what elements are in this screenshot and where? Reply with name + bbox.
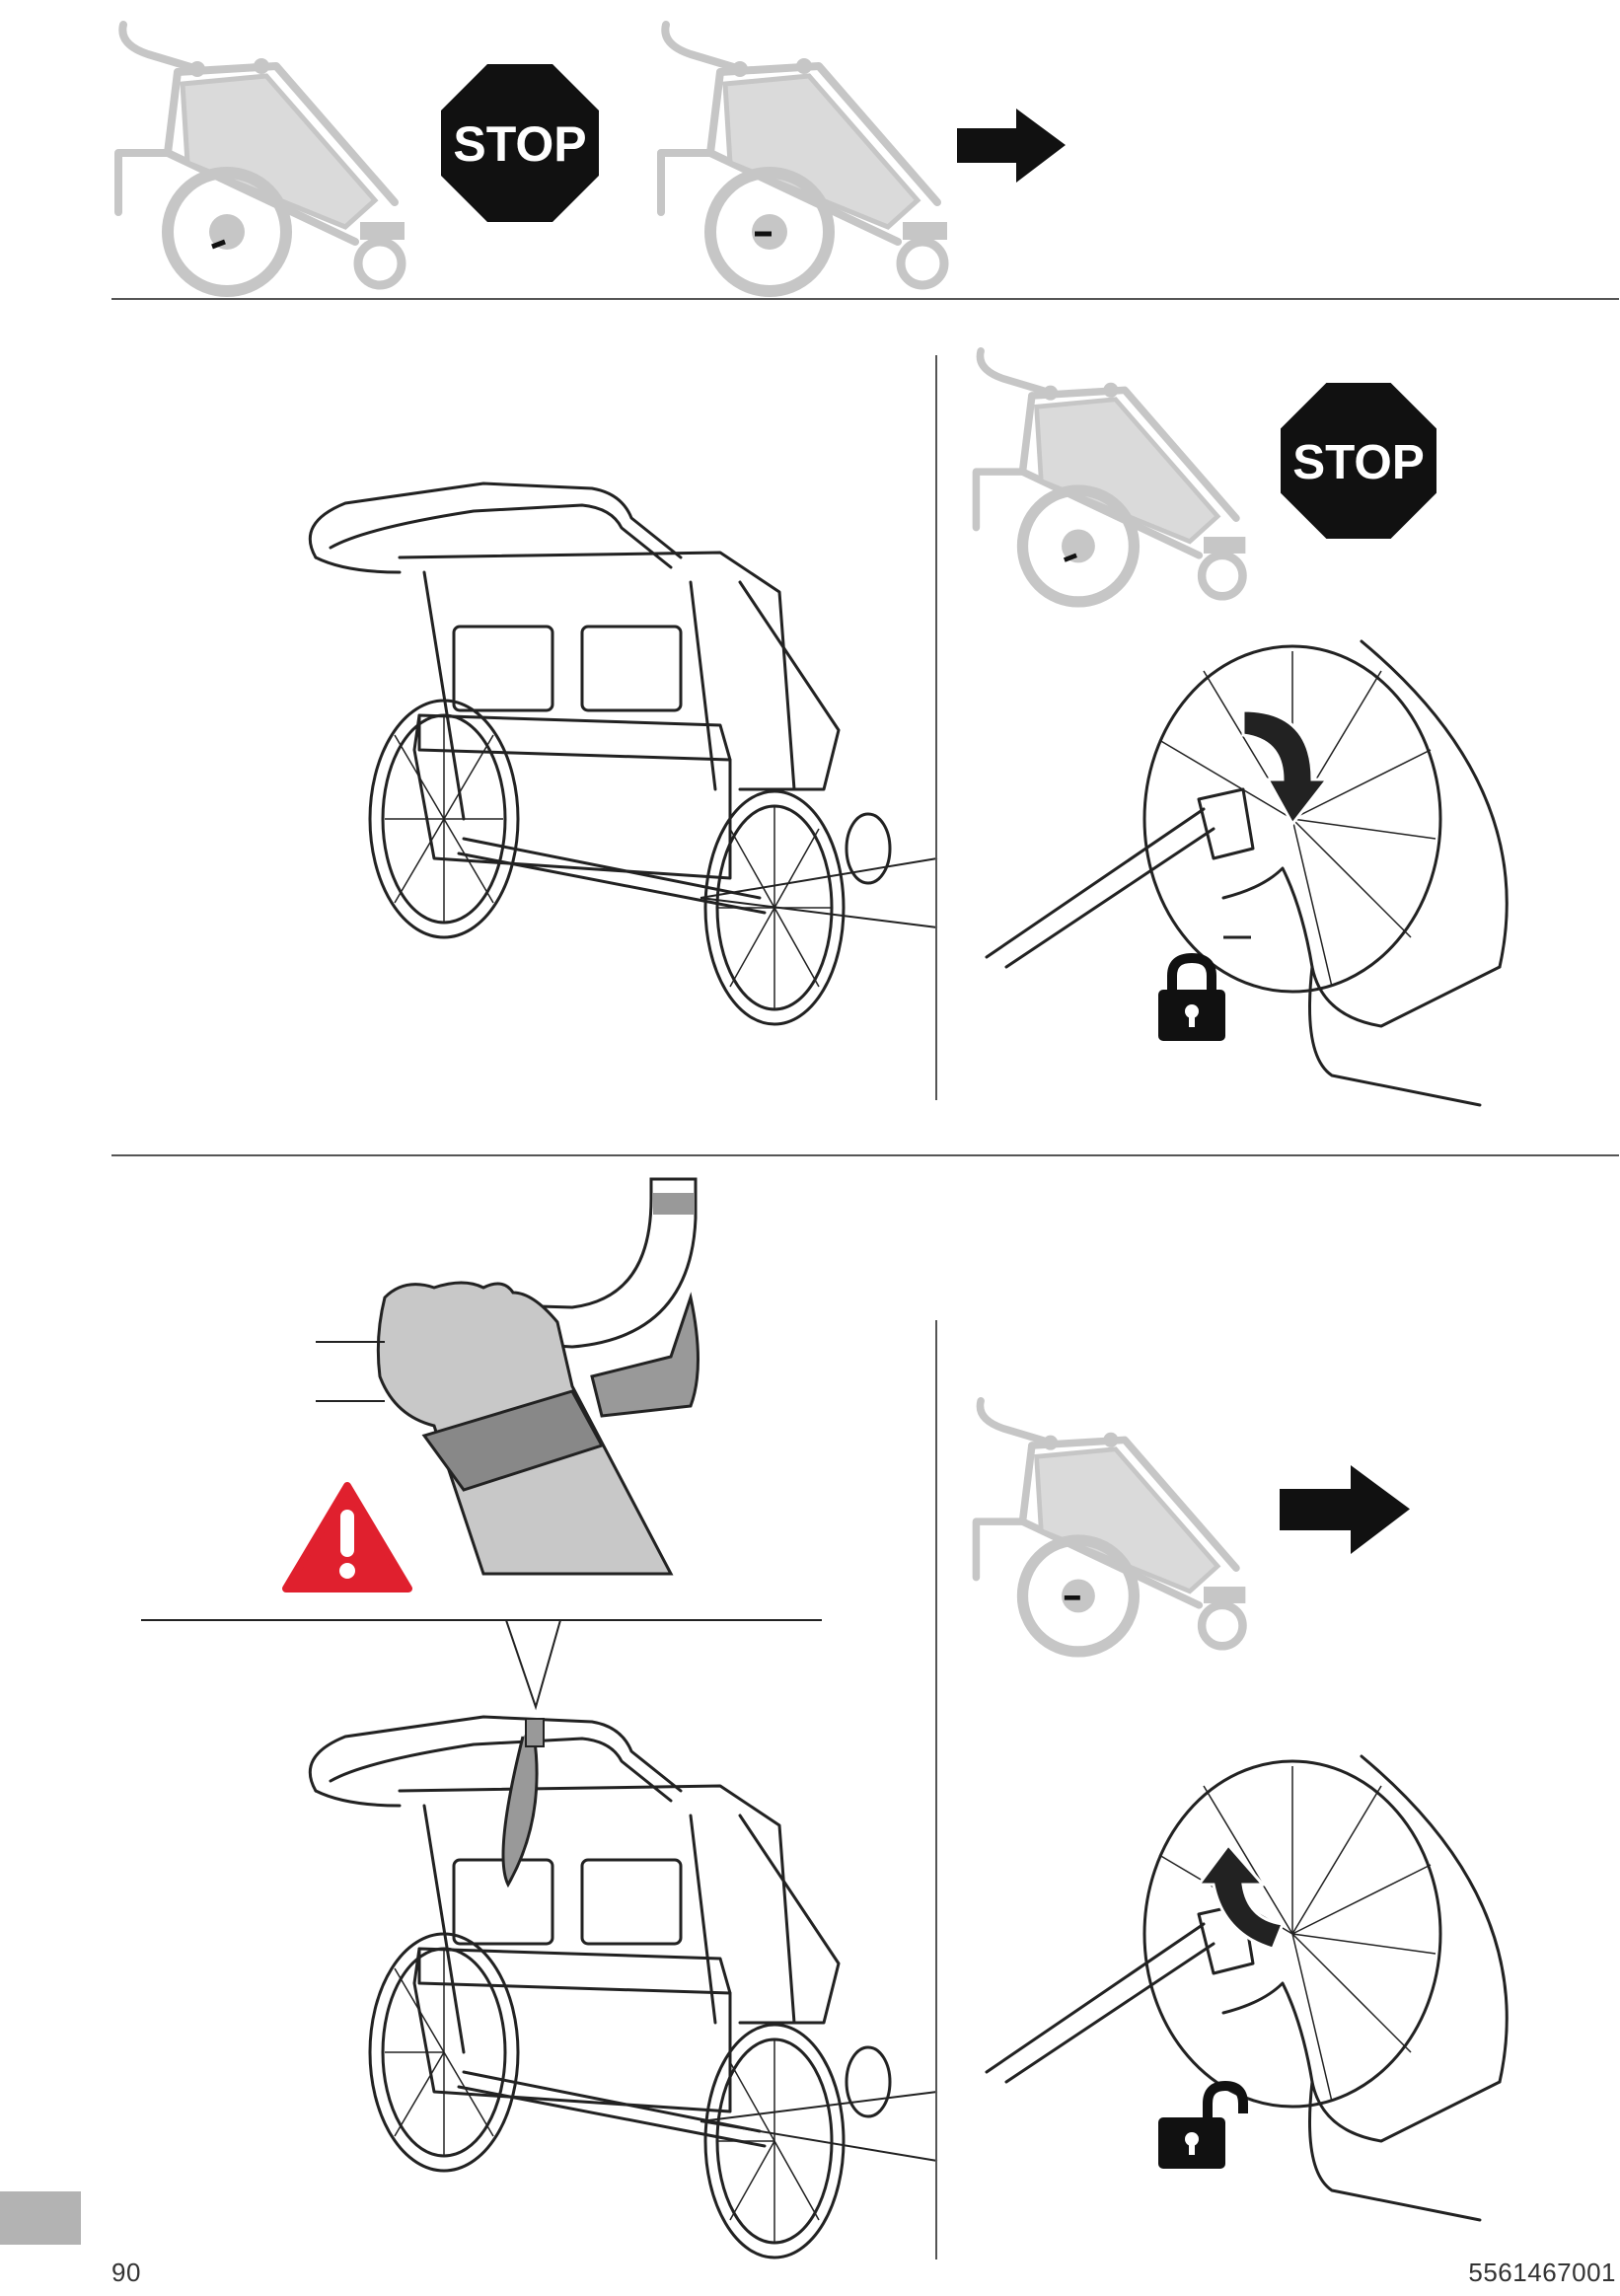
stroller-with-wrist-strap-illustration <box>308 1715 938 2259</box>
right-arrow-icon <box>957 109 1066 183</box>
document-code: 5561467001 <box>1468 2258 1616 2287</box>
section-divider-top <box>111 298 1619 300</box>
trailer-silhouette-parked <box>114 21 406 297</box>
trailer-silhouette-moving <box>972 1397 1247 1658</box>
wrist-strap-detail <box>316 1177 700 1576</box>
vertical-divider-row3 <box>935 1320 937 2259</box>
callout-pointer <box>141 1619 822 1711</box>
parking-brake-lock-detail <box>985 639 1509 1107</box>
trailer-silhouette-parked <box>972 347 1247 608</box>
stop-sign-icon: STOP <box>441 64 599 222</box>
warning-triangle-icon <box>282 1482 412 1592</box>
stop-sign-label: STOP <box>1292 435 1425 489</box>
stroller-rear-view-illustration <box>308 481 938 1026</box>
padlock-locked-icon <box>1158 952 1225 1041</box>
padlock-unlocked-icon <box>1158 2080 1248 2169</box>
page-number: 90 <box>111 2258 141 2287</box>
section-divider-middle <box>111 1154 1619 1156</box>
trailer-silhouette-moving <box>657 21 949 297</box>
stop-sign-label: STOP <box>453 116 586 172</box>
right-arrow-icon <box>1280 1465 1410 1554</box>
parking-brake-unlock-detail <box>985 1754 1509 2222</box>
stop-sign-icon: STOP <box>1281 383 1436 539</box>
vertical-divider-row2 <box>935 355 937 1100</box>
page-side-tab <box>0 2191 81 2245</box>
